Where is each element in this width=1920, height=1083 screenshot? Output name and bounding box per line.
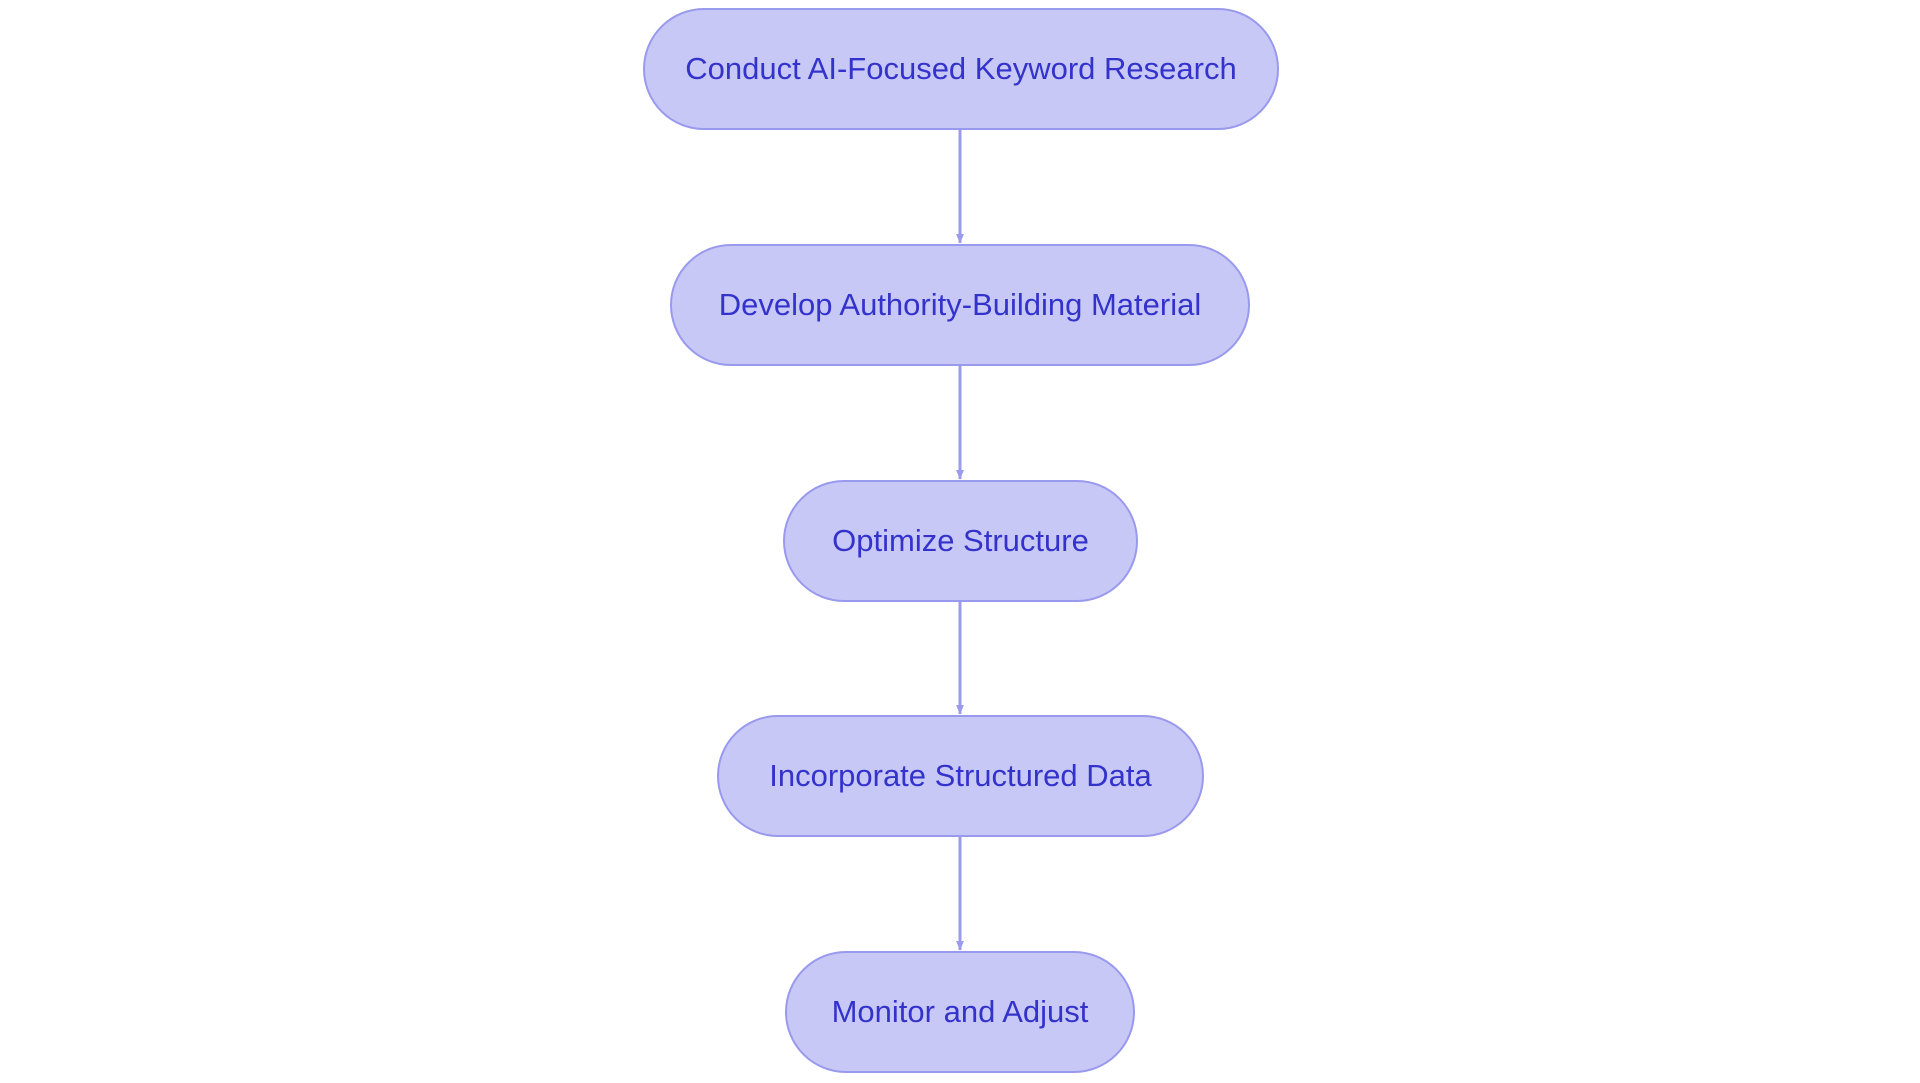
flow-node-incorporate-structured-data[interactable]: Incorporate Structured Data xyxy=(717,715,1204,837)
flow-node-label: Develop Authority-Building Material xyxy=(718,286,1202,322)
flow-node-monitor-and-adjust[interactable]: Monitor and Adjust xyxy=(785,951,1135,1073)
flow-node-label: Optimize Structure xyxy=(832,522,1089,558)
flow-node-label: Incorporate Structured Data xyxy=(769,757,1152,793)
flow-node-label: Monitor and Adjust xyxy=(831,993,1089,1029)
flow-node-develop-authority-building-material[interactable]: Develop Authority-Building Material xyxy=(670,244,1250,366)
flow-node-optimize-structure[interactable]: Optimize Structure xyxy=(783,480,1138,602)
flow-node-label: Conduct AI-Focused Keyword Research xyxy=(685,50,1237,86)
flow-node-conduct-ai-focused-keyword-research[interactable]: Conduct AI-Focused Keyword Research xyxy=(643,8,1279,130)
